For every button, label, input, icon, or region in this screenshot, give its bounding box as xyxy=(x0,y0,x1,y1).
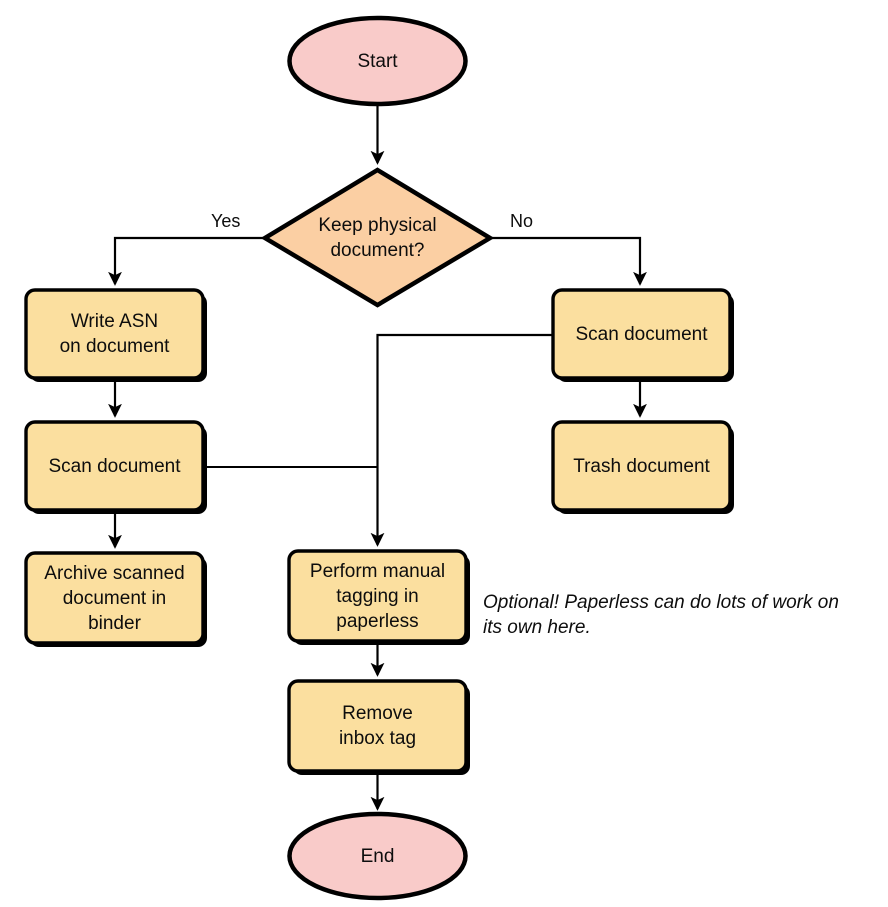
flow-edges xyxy=(108,104,647,811)
node-start-shape xyxy=(287,15,468,107)
node-write-asn-shape xyxy=(24,288,205,380)
edge-label-yes: Yes xyxy=(211,211,241,231)
node-trash-shape xyxy=(551,420,732,512)
node-remove-inbox-shape xyxy=(287,679,468,773)
node-decision-shape xyxy=(260,167,495,308)
node-scan-left-shape xyxy=(24,420,205,512)
edge-decision-no-to-scan-right xyxy=(490,236,647,286)
edge-scan-right-to-tagging xyxy=(370,333,553,547)
optional-note: Optional! Paperless can do lots of work … xyxy=(483,592,839,638)
node-archive-shape xyxy=(24,551,205,645)
node-end-shape xyxy=(287,811,468,901)
node-shapes xyxy=(24,15,732,901)
edge-decision-yes-to-write-asn xyxy=(108,236,265,286)
node-scan-right-shape xyxy=(551,288,732,380)
node-tagging-shape xyxy=(287,549,468,643)
edge-label-no: No xyxy=(510,211,534,231)
